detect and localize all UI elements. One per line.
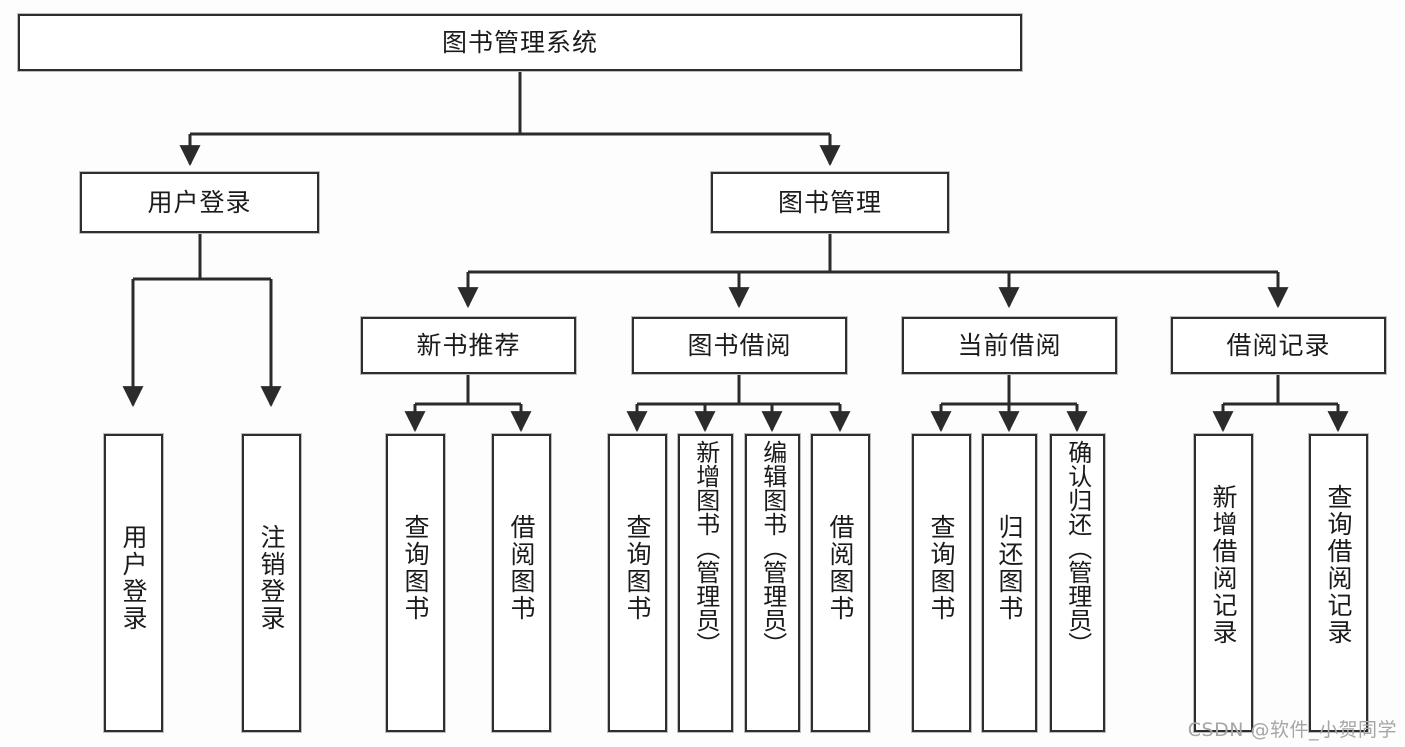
node-current-borrow[interactable]: 当前借阅	[902, 317, 1117, 374]
node-label: 确认归还（管理员）	[1063, 440, 1092, 656]
node-label: 查询图书	[927, 514, 956, 622]
node-new-book-rec[interactable]: 新书推荐	[361, 317, 576, 374]
leaf-logout-login[interactable]: 注销登录	[242, 434, 301, 732]
node-label: 用户登录	[147, 188, 252, 217]
node-label: 查询借阅记录	[1324, 484, 1353, 646]
node-label: 借阅图书	[507, 514, 536, 622]
node-label: 图书借阅	[687, 331, 792, 360]
node-label: 新增图书（管理员）	[691, 440, 720, 656]
node-root-system[interactable]: 图书管理系统	[18, 14, 1022, 71]
node-book-borrow[interactable]: 图书借阅	[632, 317, 847, 374]
leaf-confirm-return-admin[interactable]: 确认归还（管理员）	[1050, 434, 1105, 732]
node-label: 借阅记录	[1226, 331, 1331, 360]
leaf-query-book-current[interactable]: 查询图书	[912, 434, 971, 732]
node-label: 图书管理系统	[441, 28, 598, 57]
node-label: 注销登录	[257, 524, 286, 632]
node-book-manage[interactable]: 图书管理	[711, 172, 949, 233]
node-label: 当前借阅	[957, 331, 1062, 360]
node-label: 图书管理	[777, 188, 882, 217]
leaf-query-book-newrec[interactable]: 查询图书	[386, 434, 445, 732]
node-label: 归还图书	[995, 514, 1024, 622]
node-user-login[interactable]: 用户登录	[80, 172, 319, 233]
leaf-borrow-book-borrow[interactable]: 借阅图书	[811, 434, 870, 732]
node-label: 编辑图书（管理员）	[758, 440, 787, 656]
leaf-return-book[interactable]: 归还图书	[982, 434, 1037, 732]
node-label: 新书推荐	[416, 331, 521, 360]
node-borrow-record[interactable]: 借阅记录	[1171, 317, 1386, 374]
leaf-borrow-book-newrec[interactable]: 借阅图书	[492, 434, 551, 732]
leaf-edit-book-admin[interactable]: 编辑图书（管理员）	[745, 434, 800, 732]
csdn-watermark: CSDN @软件_小贺同学	[1187, 719, 1397, 741]
leaf-user-login[interactable]: 用户登录	[104, 434, 163, 732]
node-label: 借阅图书	[826, 514, 855, 622]
node-label: 用户登录	[119, 524, 148, 632]
leaf-add-book-admin[interactable]: 新增图书（管理员）	[678, 434, 733, 732]
leaf-query-book-borrow[interactable]: 查询图书	[608, 434, 667, 732]
node-label: 新增借阅记录	[1209, 484, 1238, 646]
leaf-query-borrow-record[interactable]: 查询借阅记录	[1309, 434, 1368, 732]
leaf-add-borrow-record[interactable]: 新增借阅记录	[1194, 434, 1253, 732]
node-label: 查询图书	[401, 514, 430, 622]
node-label: 查询图书	[623, 514, 652, 622]
